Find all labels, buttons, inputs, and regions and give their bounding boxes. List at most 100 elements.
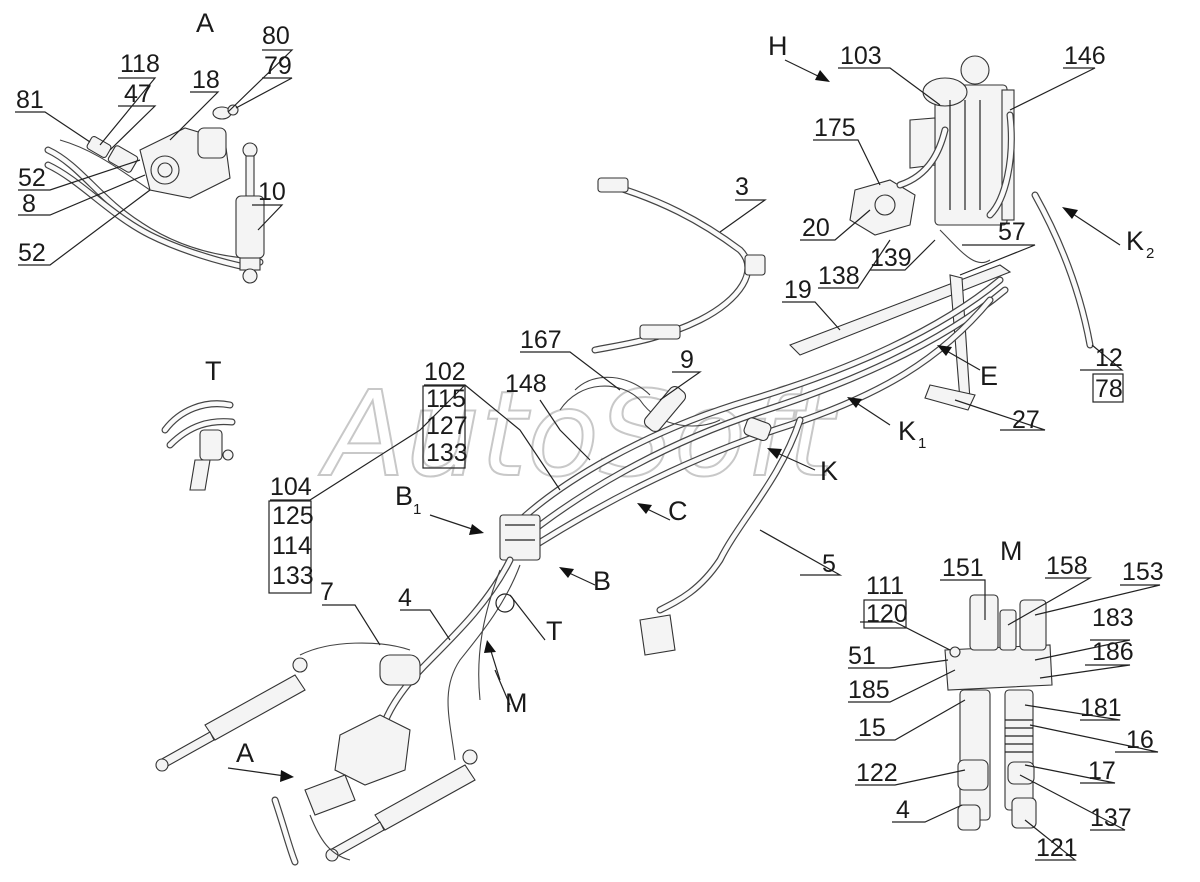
- view-letter-a-top: A: [196, 8, 214, 38]
- view-letter-k1: K: [898, 416, 916, 446]
- view-letter-b: B: [593, 566, 611, 596]
- part-label: 148: [505, 370, 547, 398]
- part-label: 4: [896, 796, 910, 824]
- arrow-b1: [469, 524, 484, 535]
- view-letter-k1-sub: 1: [918, 435, 926, 452]
- part-label: 138: [818, 262, 860, 290]
- fitting-81: [86, 135, 112, 159]
- part-label: 104: [270, 473, 312, 501]
- part-label: 47: [124, 80, 152, 108]
- arrow-k: [767, 448, 782, 459]
- label-box: [863, 599, 907, 629]
- part-label: 4: [398, 584, 412, 612]
- part-label: 111: [866, 572, 904, 600]
- view-arrows: [227, 59, 1121, 782]
- part-label: 120: [866, 600, 908, 628]
- part-label: 27: [1012, 406, 1040, 434]
- part-label: 52: [18, 239, 46, 267]
- label-box: [268, 500, 312, 594]
- view-letter-e: E: [980, 361, 998, 391]
- part-label: 10: [258, 178, 286, 206]
- part-label: 78: [1095, 375, 1123, 403]
- part-label: 115: [426, 385, 466, 413]
- part-label: 185: [848, 676, 890, 704]
- bracket-27: [924, 384, 976, 411]
- cylinder-right: [325, 749, 478, 862]
- marker-letter-m: M: [505, 688, 528, 718]
- part-label: 114: [272, 532, 312, 560]
- part-label: 146: [1064, 42, 1106, 70]
- label-box: [1092, 373, 1124, 403]
- part-label: 8: [22, 190, 36, 218]
- part-label: 151: [942, 554, 984, 582]
- part-label: 18: [192, 66, 220, 94]
- part-label: 139: [870, 244, 912, 272]
- marker-letter-t: T: [546, 616, 563, 646]
- plate-186: [944, 644, 1053, 691]
- arrow-b: [559, 567, 574, 578]
- view-a-detail: [44, 104, 265, 284]
- view-letters: A H K 2 T E K 1 K B 1 C M B T M A: [196, 8, 1154, 768]
- view-letter-b1-sub: 1: [413, 501, 421, 518]
- arrow-k1: [847, 397, 862, 408]
- part-label: 80: [262, 22, 290, 50]
- part-label: 19: [784, 276, 812, 304]
- part-label: 12: [1095, 344, 1123, 372]
- part-label: 127: [426, 412, 468, 440]
- view-t-detail: [161, 400, 236, 491]
- view-letter-h: H: [768, 31, 788, 61]
- part-label: 81: [16, 86, 44, 114]
- part-label: 102: [424, 358, 466, 386]
- part-label: 118: [120, 50, 160, 78]
- view-letter-t: T: [205, 356, 222, 386]
- view-m-detail: [944, 594, 1053, 831]
- part-label: 133: [272, 562, 314, 590]
- part-label: 15: [858, 714, 886, 742]
- part-label: 51: [848, 642, 876, 670]
- arrow-a-bottom: [280, 770, 294, 782]
- part-label: 186: [1092, 638, 1134, 666]
- cylinder-10: [235, 142, 265, 284]
- part-label: 153: [1122, 558, 1164, 586]
- part-label: 158: [1046, 552, 1088, 580]
- part-label: 122: [856, 759, 898, 787]
- label-box: [422, 385, 466, 469]
- ring-79: [227, 104, 239, 116]
- view-letter-c: C: [668, 496, 688, 526]
- part-label: 133: [426, 439, 468, 467]
- part-label: 9: [680, 346, 694, 374]
- view-letter-a-bottom: A: [236, 738, 254, 768]
- part-label: 3: [735, 173, 749, 201]
- view-letter-b1: B: [395, 481, 413, 511]
- part-label: 175: [814, 114, 856, 142]
- part-label: 17: [1088, 757, 1116, 785]
- cylinder-left: [155, 657, 308, 772]
- part-label: 183: [1092, 604, 1134, 632]
- filter-9: [643, 385, 687, 433]
- arrow-k2: [1062, 207, 1078, 219]
- part-label: 137: [1090, 804, 1132, 832]
- part-label: 16: [1126, 726, 1154, 754]
- main-assembly: [155, 55, 1094, 866]
- part-label: 7: [320, 578, 334, 606]
- part-label: 20: [802, 214, 830, 242]
- part-label: 181: [1080, 694, 1122, 722]
- arrow-e: [937, 345, 952, 356]
- marker-t-circle: [495, 593, 515, 613]
- view-letter-k: K: [820, 456, 838, 486]
- part-label: 57: [998, 218, 1026, 246]
- part-label: 167: [520, 326, 562, 354]
- part-label: 79: [264, 52, 292, 80]
- part-label: 103: [840, 42, 882, 70]
- part-label: 125: [272, 502, 314, 530]
- part-label: 5: [822, 550, 836, 578]
- arrow-m: [484, 640, 496, 653]
- leader-lines: [15, 49, 1161, 861]
- distributor-block: [499, 514, 541, 561]
- part-labels: 118 47 81 18 80 79 52 8 10 52 103 146 17…: [16, 22, 1164, 862]
- part-label: 52: [18, 164, 46, 192]
- arrow-c: [637, 503, 652, 514]
- arrow-h: [815, 70, 830, 82]
